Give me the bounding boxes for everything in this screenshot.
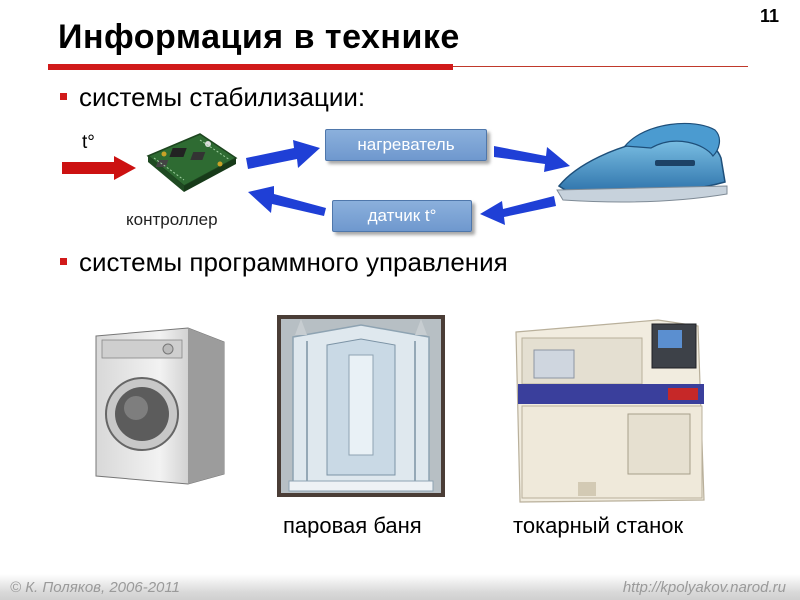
iron-icon: [556, 122, 728, 203]
heater-box: нагреватель: [325, 129, 487, 161]
arrow-to-heater-icon: [246, 140, 320, 169]
input-temperature-label: t°: [82, 132, 95, 153]
lathe-caption: токарный станок: [513, 513, 684, 538]
bullet-marker-icon: [60, 257, 67, 265]
steam-bath-caption: паровая баня: [283, 513, 422, 538]
footer-bar: [0, 574, 800, 600]
arrow-to-controller-icon: [248, 186, 326, 216]
slide-title: Информация в технике: [58, 18, 460, 56]
bullet-program-control-text: системы программного управления: [79, 247, 508, 277]
footer-copyright: © К. Поляков, 2006-2011: [10, 579, 180, 596]
washing-machine-icon: [95, 327, 225, 485]
controller-board-icon: [146, 133, 238, 192]
bullet-stabilization: системы стабилизации:: [60, 82, 365, 113]
lathe-machine-icon: [515, 319, 705, 503]
title-underline-accent: [48, 64, 453, 70]
steam-bath-icon: [277, 315, 445, 497]
input-arrow-icon: [62, 156, 136, 180]
bullet-program-control: системы программного управления: [60, 247, 508, 278]
sensor-box: датчик t°: [332, 200, 472, 232]
bullet-marker-icon: [60, 92, 67, 100]
arrow-from-iron-icon: [480, 196, 556, 225]
bullet-stabilization-text: системы стабилизации:: [79, 82, 366, 112]
slide-number: 11: [760, 6, 780, 26]
controller-label: контроллер: [126, 210, 218, 229]
arrow-to-iron-icon: [494, 146, 570, 172]
footer-url-link[interactable]: http://kpolyakov.narod.ru: [622, 579, 786, 596]
